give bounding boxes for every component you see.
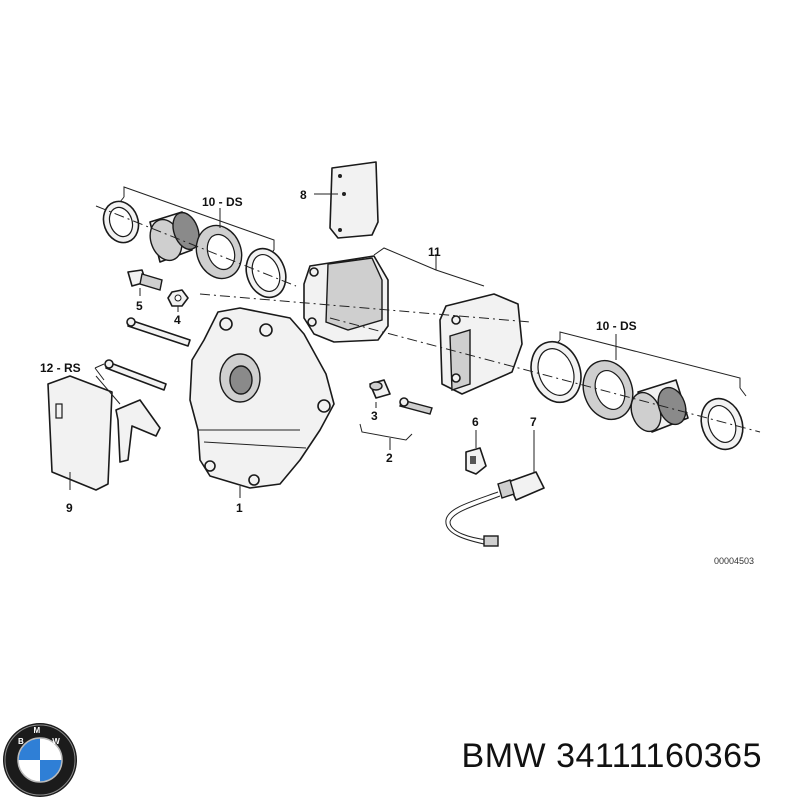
callout-5: 5 (136, 299, 143, 313)
part-3-bleeder-screw (369, 379, 433, 415)
assembly-axis (95, 205, 761, 433)
part-10-lower-group (530, 331, 747, 451)
part-8-shim (314, 161, 379, 239)
part-11-brake-pads (303, 247, 523, 395)
callout-10-ds-lower: 10 - DS (596, 319, 637, 333)
part-10-upper-group (102, 186, 287, 299)
callout-4: 4 (174, 313, 181, 327)
part-6-clip (465, 430, 487, 475)
bmw-logo: B M W (3, 723, 77, 797)
part-number-caption: BMW 34111160365 (461, 737, 762, 775)
callout-1: 1 (236, 501, 243, 515)
part-1-caliper-housing (189, 307, 335, 498)
callout-6: 6 (472, 415, 479, 429)
part-2-bleeder-bracket (359, 423, 413, 450)
callout-7: 7 (530, 415, 537, 429)
part-12-guide-pins (94, 317, 191, 391)
callout-12-rs: 12 - RS (40, 361, 81, 375)
callout-11: 11 (428, 245, 441, 259)
diagram-code: 00004503 (714, 556, 754, 566)
part-5-bolt (127, 269, 163, 296)
part-9-cover-plate (47, 375, 113, 491)
callout-10-ds-upper: 10 - DS (202, 195, 243, 209)
callout-2: 2 (386, 451, 393, 465)
callout-3: 3 (371, 409, 378, 423)
part-4-nut (167, 289, 189, 312)
anti-rattle-spring (95, 375, 161, 463)
callout-8: 8 (300, 188, 307, 202)
callout-9: 9 (66, 501, 73, 515)
part-7-wear-sensor (445, 430, 545, 547)
svg-text:B M W: B M W (18, 726, 60, 746)
